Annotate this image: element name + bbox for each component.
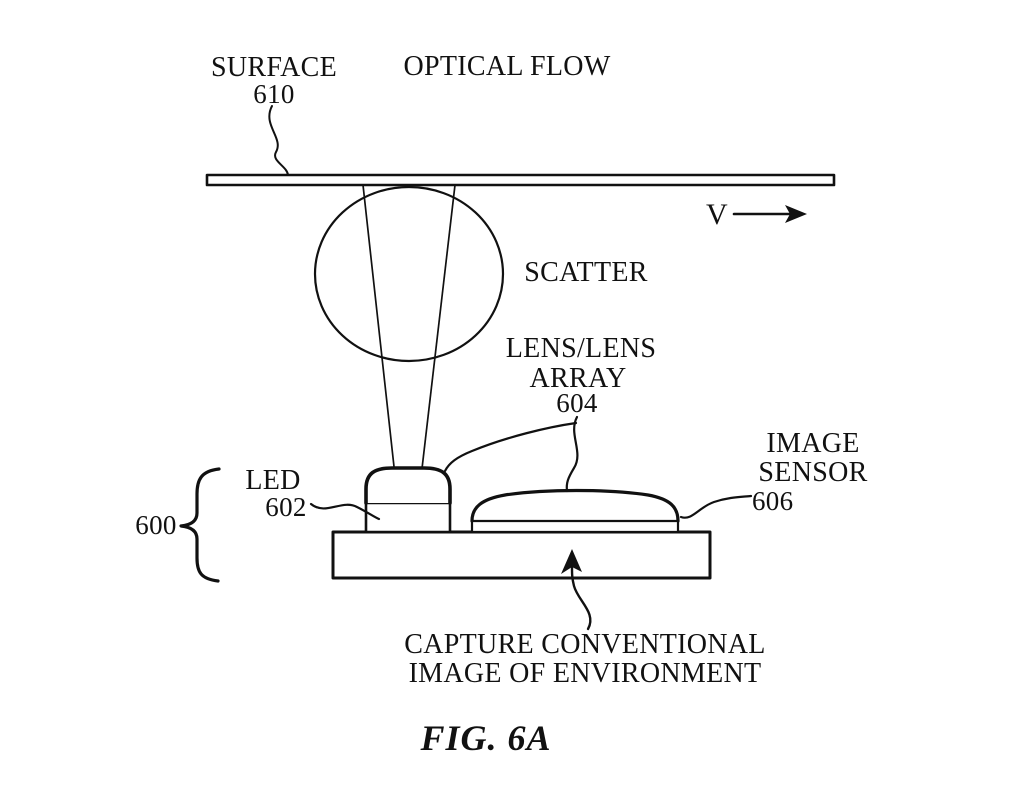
sensor-lens: [470, 488, 680, 523]
capture-label-line1: CAPTURE CONVENTIONAL: [404, 629, 766, 660]
led-dome: [364, 466, 452, 505]
light-ray-right: [417, 184, 456, 504]
lens-array-label-line2: ARRAY: [529, 363, 627, 394]
led-leader-line: [309, 502, 381, 521]
led-label: LED: [245, 465, 301, 496]
surface-leader-line: [268, 105, 289, 176]
module-ref: 600: [135, 510, 177, 540]
velocity-arrow: [732, 205, 807, 223]
lens-array-label-line1: LENS/LENS: [505, 333, 657, 364]
sensor-body: [470, 519, 680, 534]
scatter-circle: [313, 185, 505, 363]
optical-flow-label: OPTICAL FLOW: [403, 51, 611, 82]
image-sensor-label-line2: SENSOR: [758, 457, 868, 488]
scatter-label: SCATTER: [524, 257, 648, 288]
figure-caption: FIG. 6A: [420, 718, 552, 758]
image-sensor-label-line1: IMAGE: [766, 428, 860, 459]
substrate: [331, 530, 712, 580]
capture-label-line2: IMAGE OF ENVIRONMENT: [408, 658, 762, 689]
lens-array-ref: 604: [556, 388, 598, 418]
surface-ref: 610: [253, 79, 295, 109]
velocity-label: V: [706, 198, 728, 231]
lens-array-leader-right: [565, 415, 579, 493]
led-body: [364, 501, 452, 534]
led-ref: 602: [265, 492, 307, 522]
light-ray-left: [362, 184, 399, 504]
image-sensor-ref: 606: [752, 486, 794, 516]
image-sensor-leader-line: [679, 494, 753, 519]
surface-label: SURFACE: [210, 52, 338, 83]
capture-arrow: [561, 549, 592, 631]
module-brace: [179, 467, 221, 583]
surface-bar: [205, 173, 836, 187]
lens-array-leader-left: [443, 421, 578, 473]
